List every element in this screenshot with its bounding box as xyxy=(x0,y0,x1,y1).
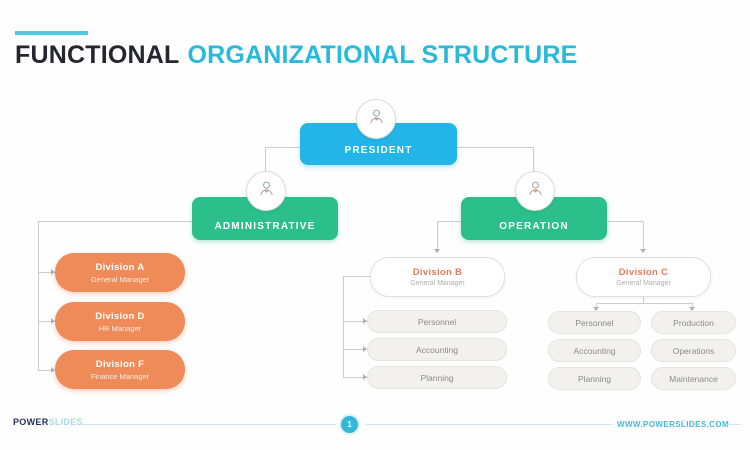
dept-c-operations: Operations xyxy=(651,339,736,362)
connector-division-a-stub xyxy=(38,272,55,273)
connector-division-b-v xyxy=(437,221,438,251)
arrow-b-planning xyxy=(363,374,367,380)
operation-avatar-circle xyxy=(515,171,555,211)
title-accent-bar xyxy=(15,31,88,35)
connector-b-personnel-stub xyxy=(343,321,367,322)
connector-division-b-side-h xyxy=(343,276,370,277)
connector-division-c-v xyxy=(643,221,644,251)
arrow-division-a xyxy=(51,269,55,275)
node-division-f: Division F Finance Manager xyxy=(55,350,185,389)
arrow-c-right-col xyxy=(689,307,695,311)
dept-c-accounting: Accounting xyxy=(548,339,641,362)
connector-admin-trunk-v xyxy=(38,221,39,371)
footer-divider-end xyxy=(727,424,741,425)
connector-division-b-side-v xyxy=(343,276,344,378)
person-icon xyxy=(256,178,277,204)
page-title-highlight: FUNCTIONAL xyxy=(15,41,180,69)
connector-b-planning-stub xyxy=(343,377,367,378)
connector-b-accounting-stub xyxy=(343,349,367,350)
dept-b-planning: Planning xyxy=(367,366,507,389)
arrow-division-b xyxy=(434,249,440,253)
dept-c-personnel: Personnel xyxy=(548,311,641,334)
node-division-c: Division C General Manager xyxy=(576,257,711,297)
dept-c-maintenance: Maintenance xyxy=(651,367,736,390)
division-name: Division F xyxy=(95,358,145,370)
division-name: Division A xyxy=(95,261,145,273)
arrow-c-left-col xyxy=(593,307,599,311)
arrow-b-accounting xyxy=(363,346,367,352)
division-role: Finance Manager xyxy=(90,371,150,381)
footer-divider-left xyxy=(80,424,336,425)
connector-president-admin-v xyxy=(265,147,266,172)
footer-website-link[interactable]: WWW.POWERSLIDES.COM xyxy=(617,420,730,429)
node-president-label: PRESIDENT xyxy=(344,145,413,156)
dept-b-personnel: Personnel xyxy=(367,310,507,333)
division-name: Division B xyxy=(412,267,463,278)
division-role: General Manager xyxy=(616,280,671,287)
person-icon xyxy=(525,178,546,204)
node-operation-label: OPERATION xyxy=(499,221,569,232)
division-role: General Manager xyxy=(410,280,465,287)
dept-c-production: Production xyxy=(651,311,736,334)
connector-division-d-stub xyxy=(38,321,55,322)
arrow-division-f xyxy=(51,367,55,373)
logo-text-secondary: SLIDES xyxy=(48,417,83,427)
node-division-d: Division D HR Manager xyxy=(55,302,185,341)
connector-president-operation-v xyxy=(533,147,534,172)
page-title-rest: ORGANIZATIONAL STRUCTURE xyxy=(187,41,578,69)
connector-division-c-split-h xyxy=(596,303,693,304)
node-administrative: ADMINISTRATIVE xyxy=(192,197,338,240)
powerslides-logo: POWERSLIDES xyxy=(13,417,83,427)
node-division-a: Division A General Manager xyxy=(55,253,185,292)
arrow-b-personnel xyxy=(363,318,367,324)
arrow-division-c xyxy=(640,249,646,253)
footer-divider-right xyxy=(366,424,612,425)
node-division-b: Division B General Manager xyxy=(370,257,505,297)
page-number-badge: 1 xyxy=(341,416,358,433)
node-administrative-label: ADMINISTRATIVE xyxy=(214,221,316,232)
division-role: General Manager xyxy=(90,274,150,284)
connector-president-admin-h xyxy=(265,147,300,148)
dept-b-accounting: Accounting xyxy=(367,338,507,361)
division-role: HR Manager xyxy=(98,323,142,333)
connector-c-left-col-v xyxy=(596,303,597,309)
president-avatar-circle xyxy=(356,99,396,139)
connector-division-c-drop xyxy=(643,295,644,304)
connector-division-f-stub xyxy=(38,370,55,371)
connector-admin-trunk-h xyxy=(38,221,192,222)
connector-president-operation-h xyxy=(457,147,534,148)
division-name: Division D xyxy=(95,310,145,322)
division-name: Division C xyxy=(618,267,669,278)
connector-c-right-col-v xyxy=(692,303,693,309)
logo-text-primary: POWER xyxy=(13,417,49,427)
administrative-avatar-circle xyxy=(246,171,286,211)
person-icon xyxy=(366,106,387,132)
dept-c-planning: Planning xyxy=(548,367,641,390)
arrow-division-d xyxy=(51,318,55,324)
